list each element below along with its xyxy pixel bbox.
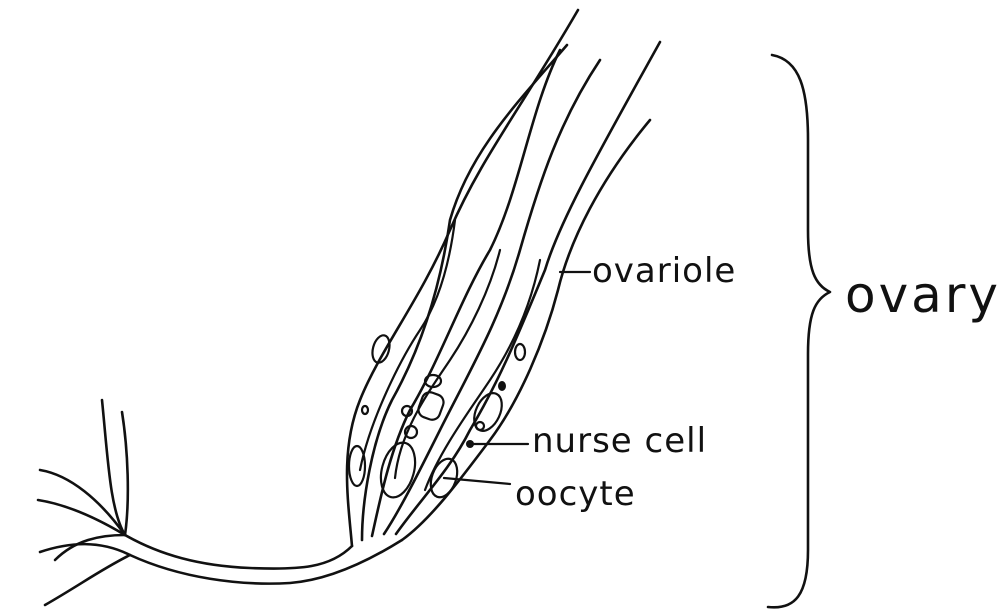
label-ovariole: ovariole bbox=[592, 251, 736, 291]
label-nurse-cell: nurse cell bbox=[532, 421, 707, 461]
ovary-brace bbox=[768, 55, 830, 607]
label-oocyte: oocyte bbox=[515, 474, 636, 514]
label-ovary: ovary bbox=[845, 266, 1001, 324]
